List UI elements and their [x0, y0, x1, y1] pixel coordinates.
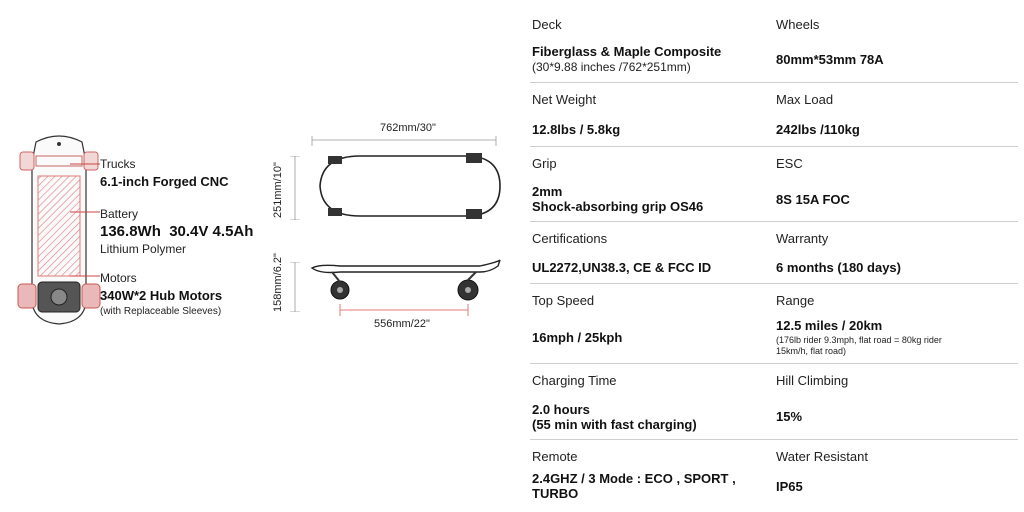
charging-value: 2.0 hours — [532, 401, 590, 417]
spec-value-row: 2mm Shock-absorbing grip OS46 8S 15A FOC — [530, 177, 1018, 222]
board-side-view — [310, 259, 501, 316]
spec-table: Deck Wheels Fiberglass & Maple Composite… — [530, 8, 1018, 502]
certifications-value: UL2272,UN38.3, CE & FCC ID — [532, 260, 712, 275]
spec-label: Top Speed — [532, 293, 595, 308]
trucks-value: 6.1-inch Forged CNC — [100, 174, 229, 189]
remote-value: 2.4GHZ / 3 Mode : ECO , SPORT , TURBO — [532, 471, 736, 501]
hill-climbing-value: 15% — [776, 409, 803, 424]
spec-label: Max Load — [776, 92, 834, 107]
max-load-value: 242lbs /110kg — [776, 122, 860, 137]
board-top-view — [311, 136, 501, 219]
charging-value-2: (55 min with fast charging) — [532, 416, 697, 432]
spec-value-row: 2.0 hours (55 min with fast charging) 15… — [530, 394, 1018, 440]
deck-value: Fiberglass & Maple Composite — [532, 44, 722, 59]
spec-label: Remote — [532, 449, 578, 464]
spec-value-row: 12.8lbs / 5.8kg 242lbs /110kg — [530, 113, 1018, 147]
spec-label: Deck — [532, 17, 562, 32]
spec-label: Range — [776, 293, 815, 308]
dim-top-length: 762mm/30" — [380, 122, 436, 134]
water-resistant-value: IP65 — [776, 478, 803, 494]
spec-label: Certifications — [532, 231, 608, 246]
dim-side-height: 158mm/6.2" — [272, 253, 284, 312]
spec-label: Charging Time — [532, 373, 617, 388]
spec-label: Wheels — [776, 17, 820, 32]
battery-value: 136.8Wh 30.4V 4.5Ah — [100, 223, 254, 240]
spec-header-row: Top Speed Range — [530, 284, 1018, 312]
board-top-illustration — [17, 135, 101, 325]
range-sub: (176lb rider 9.3mph, flat road = 80kg ri… — [776, 335, 942, 356]
grip-value: 2mm — [532, 184, 563, 199]
spec-value-row: 2.4GHZ / 3 Mode : ECO , SPORT , TURBO IP… — [530, 470, 1018, 502]
motors-label: Motors — [100, 271, 137, 285]
spec-value: Fiberglass & Maple Composite (30*9.88 in… — [530, 36, 774, 82]
battery-sub: Lithium Polymer — [100, 242, 187, 256]
dim-top-width: 251mm/10" — [272, 162, 284, 218]
spec-label: Water Resistant — [776, 449, 868, 464]
spec-value-row: Fiberglass & Maple Composite (30*9.88 in… — [530, 36, 1018, 83]
deck-sub: (30*9.88 inches /762*251mm) — [532, 60, 691, 74]
spec-value: 2.0 hours (55 min with fast charging) — [530, 394, 774, 439]
spec-value: 2mm Shock-absorbing grip OS46 — [530, 177, 774, 221]
spec-header-row: Deck Wheels — [530, 8, 1018, 36]
range-value: 12.5 miles / 20km — [776, 318, 883, 333]
esc-value: 8S 15A FOC — [776, 191, 850, 207]
motors-value: 340W*2 Hub Motors — [100, 288, 223, 303]
spec-label: Net Weight — [532, 92, 597, 107]
grip-value-2: Shock-absorbing grip OS46 — [532, 199, 704, 214]
spec-header-row: Remote Water Resistant — [530, 440, 1018, 470]
net-weight-value: 12.8lbs / 5.8kg — [532, 122, 621, 137]
spec-value-row: UL2272,UN38.3, CE & FCC ID 6 months (180… — [530, 252, 1018, 284]
spec-label: Hill Climbing — [776, 373, 849, 388]
spec-header-row: Charging Time Hill Climbing — [530, 364, 1018, 394]
spec-label: Grip — [532, 156, 557, 171]
battery-label: Battery — [100, 207, 139, 221]
spec-value: 12.5 miles / 20km (176lb rider 9.3mph, f… — [774, 312, 1018, 363]
trucks-label: Trucks — [100, 157, 136, 171]
side-height-line — [290, 262, 300, 312]
spec-header-row: Net Weight Max Load — [530, 83, 1018, 113]
spec-label: ESC — [776, 156, 803, 171]
top-speed-value: 16mph / 25kph — [532, 330, 623, 345]
top-width-line — [290, 156, 300, 220]
spec-value-row: 16mph / 25kph 12.5 miles / 20km (176lb r… — [530, 312, 1018, 364]
spec-label: Warranty — [776, 231, 829, 246]
motors-sub: (with Replaceable Sleeves) — [100, 306, 222, 317]
wheels-value: 80mm*53mm 78A — [776, 51, 884, 67]
warranty-value: 6 months (180 days) — [776, 260, 901, 275]
spec-header-row: Certifications Warranty — [530, 222, 1018, 252]
leader-lines — [70, 163, 100, 277]
dim-wheelbase: 556mm/22" — [374, 318, 430, 330]
spec-header-row: Grip ESC — [530, 147, 1018, 177]
